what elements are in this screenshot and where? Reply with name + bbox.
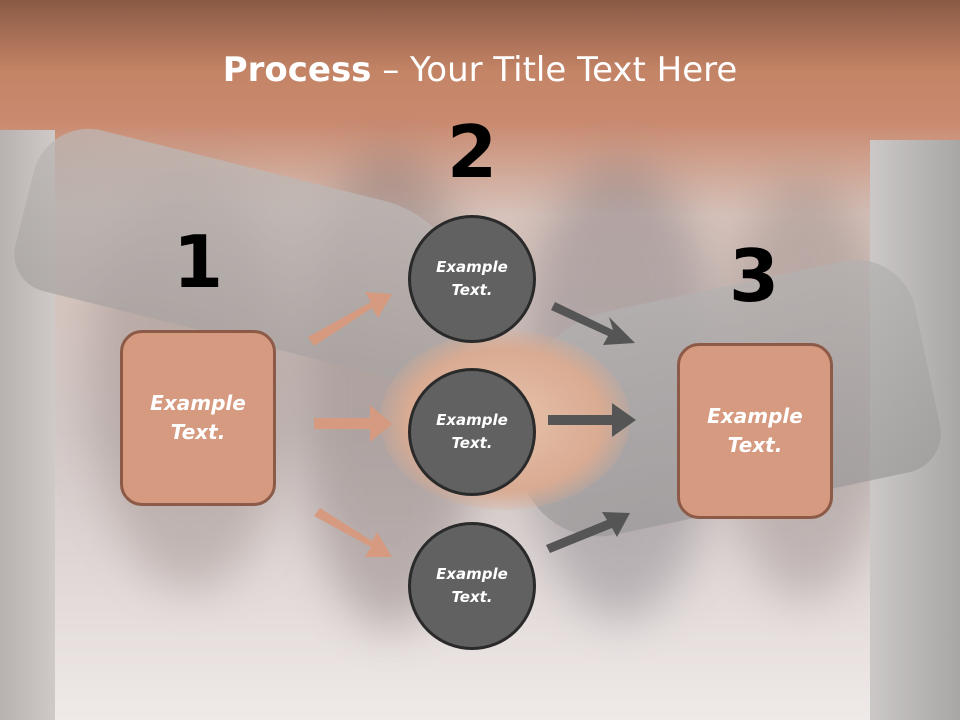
step-box-3-text: Example Text. bbox=[707, 404, 803, 457]
arrow-box1-to-circle-top bbox=[308, 292, 392, 346]
step-box-1-text: Example Text. bbox=[150, 391, 246, 444]
step-circle-bottom-text: Example Text. bbox=[436, 565, 508, 606]
title-bold: Process bbox=[222, 50, 372, 90]
step-number-3: 3 bbox=[728, 234, 780, 318]
arrow-box1-to-circle-bottom bbox=[314, 508, 392, 557]
step-box-1[interactable]: Example Text. bbox=[120, 330, 276, 506]
step-circle-middle[interactable]: Example Text. bbox=[408, 368, 536, 496]
step-circle-top-text: Example Text. bbox=[436, 258, 508, 299]
arrow-box1-to-circle-middle bbox=[314, 405, 392, 442]
arrow-circle-top-to-box3 bbox=[551, 302, 635, 345]
slide-title: Process – Your Title Text Here bbox=[0, 50, 960, 90]
step-box-3[interactable]: Example Text. bbox=[677, 343, 833, 519]
step-number-1: 1 bbox=[172, 220, 224, 304]
step-circle-bottom[interactable]: Example Text. bbox=[408, 522, 536, 650]
arrow-circle-bottom-to-box3 bbox=[546, 512, 630, 553]
title-rest: – Your Title Text Here bbox=[371, 50, 738, 90]
step-circle-top[interactable]: Example Text. bbox=[408, 215, 536, 343]
step-circle-middle-text: Example Text. bbox=[436, 411, 508, 452]
step-number-2: 2 bbox=[446, 110, 498, 194]
arrow-circle-middle-to-box3 bbox=[548, 403, 636, 437]
